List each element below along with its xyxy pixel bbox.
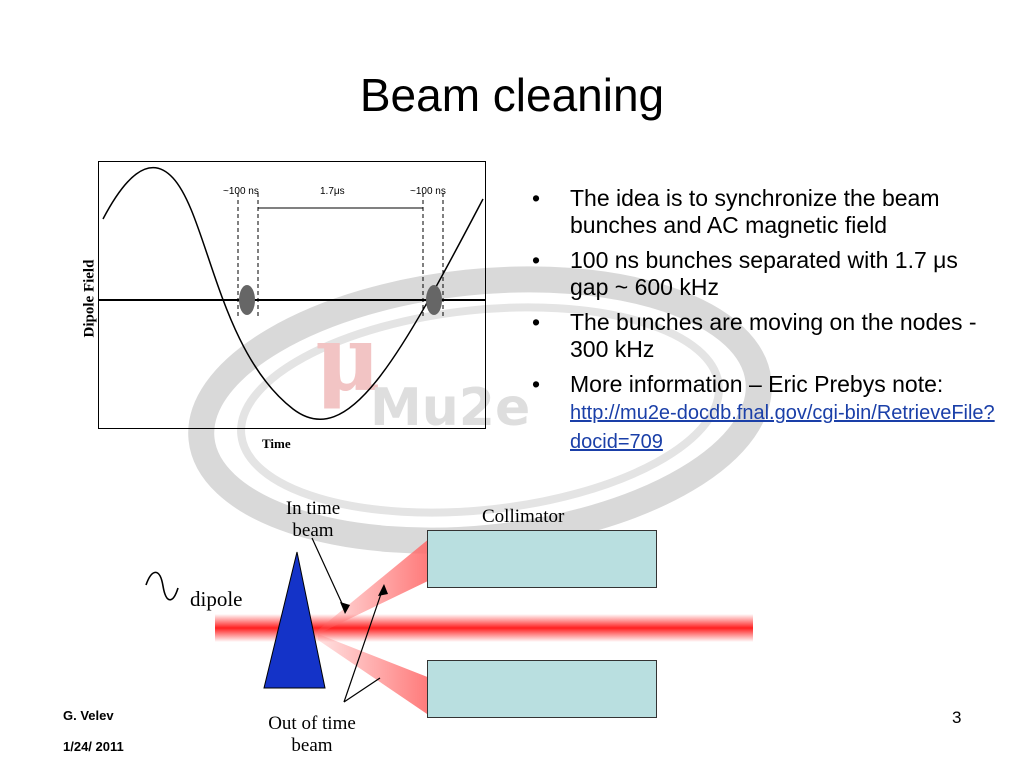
dipole-field-plot <box>98 161 486 429</box>
bullet-list: •The idea is to synchronize the beam bun… <box>530 185 1000 464</box>
plot-annotation: ~100 ns <box>410 186 446 197</box>
plot-annotation: ~100 ns <box>223 186 259 197</box>
bullet-item: •The idea is to synchronize the beam bun… <box>532 185 940 238</box>
dipole-field-waveform: ~100 ns 1.7μs ~100 ns <box>98 166 486 421</box>
bullet-item: •100 ns bunches separated with 1.7 μs ga… <box>532 247 958 300</box>
dipole-label: dipole <box>190 587 243 611</box>
author-name: G. Velev <box>63 708 114 723</box>
slide-date: 1/24/ 2011 <box>63 739 124 754</box>
collimator-upper <box>427 530 657 588</box>
page-number: 3 <box>952 708 962 727</box>
collimator-label: Collimator <box>482 506 565 527</box>
lower-deflected-beam <box>318 634 430 716</box>
plot-annotation: 1.7μs <box>320 186 345 197</box>
beam-collimator-diagram <box>145 537 753 716</box>
sine-wave-icon <box>145 571 179 601</box>
bullet-item: •The bunches are moving on the nodes - 3… <box>532 309 977 362</box>
slide-title: Beam cleaning <box>359 69 665 121</box>
svg-text:μ: μ <box>315 306 381 412</box>
beam-bunch <box>426 285 442 315</box>
docdb-link[interactable]: http://mu2e-docdb.fnal.gov/cgi-bin/Retri… <box>570 402 995 453</box>
beam-bunch <box>239 285 255 315</box>
dipole-kicker-wedge <box>263 551 326 689</box>
x-axis-label: Time <box>262 436 291 451</box>
bullet-item: •More information – Eric Prebys note: ht… <box>532 371 995 453</box>
collimator-lower <box>427 660 657 718</box>
y-axis-label: Dipole Field <box>81 259 98 338</box>
